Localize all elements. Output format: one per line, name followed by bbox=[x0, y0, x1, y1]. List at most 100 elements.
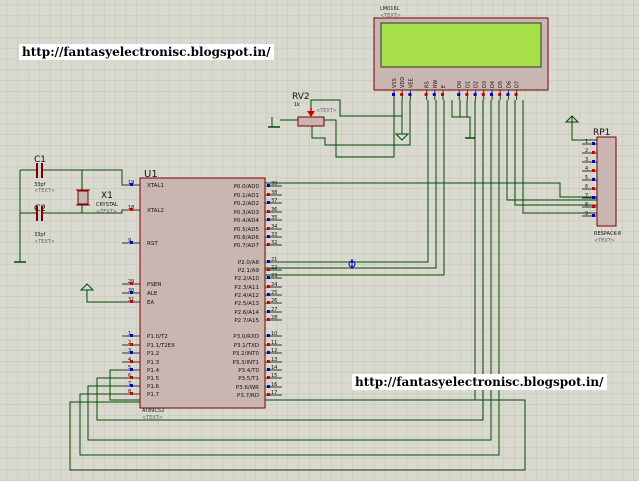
mcu-pin-label: P1.0/T2 bbox=[147, 334, 168, 340]
mcu-pin-number: 5 bbox=[128, 365, 131, 371]
mcu-pin-label: P2.1/A9 bbox=[238, 268, 260, 274]
mcu-pin-18: 18XTAL2 bbox=[122, 205, 164, 214]
rp-pin-number: 2 bbox=[585, 148, 588, 154]
mcu-pin-label: P0.0/AD0 bbox=[234, 184, 260, 190]
lcd-pin-label: D2 bbox=[474, 81, 480, 88]
mcu-pin-26: P2.5/A13 26 bbox=[234, 298, 282, 307]
lcd-pin-label: VSS bbox=[392, 78, 398, 88]
lcd-pin-d0: D0 bbox=[457, 81, 463, 100]
mcu-pin-number: 23 bbox=[271, 273, 277, 279]
lcd-pin-d6: D6 bbox=[506, 81, 512, 100]
rp-pin-3: 3 bbox=[582, 157, 597, 163]
mcu-pin-label: P3.5/T1 bbox=[238, 376, 259, 382]
lcd-pin-label: VDD bbox=[400, 77, 406, 88]
ground-symbol-lcd bbox=[465, 130, 475, 139]
mcu-pin-19: 19XTAL1 bbox=[122, 180, 164, 189]
blog-url-top[interactable]: http://fantasyelectronisc.blogspot.in/ bbox=[19, 44, 274, 60]
lcd-pin-label: D6 bbox=[506, 81, 512, 88]
mcu-pin-number: 24 bbox=[271, 282, 277, 288]
lcd-pin-d1: D1 bbox=[465, 81, 471, 100]
mcu-pin-label: P1.7 bbox=[147, 392, 160, 398]
c1-text-placeholder: <TEXT> bbox=[34, 188, 55, 194]
lcd-screen bbox=[380, 22, 542, 68]
mcu-pin-number: 1 bbox=[128, 331, 131, 337]
crystal-ref-label: X1 bbox=[101, 191, 113, 201]
rp-pin-8: 8 bbox=[582, 202, 597, 208]
lcd-pin-d7: D7 bbox=[514, 81, 521, 100]
mcu-pin-label: P2.7/A15 bbox=[234, 318, 259, 324]
mcu-pin-number: 16 bbox=[271, 382, 277, 388]
mcu-pin-label: P3.1/TXD bbox=[234, 343, 259, 349]
mcu-pin-number: 12 bbox=[271, 348, 277, 354]
probe-marker-icon bbox=[348, 259, 356, 269]
mcu-pin-label: EA bbox=[147, 300, 154, 306]
mcu-pin-label: P1.2 bbox=[147, 351, 159, 357]
mcu-pin-number: 26 bbox=[271, 298, 277, 304]
blog-url-bottom[interactable]: http://fantasyelectronisc.blogspot.in/ bbox=[352, 374, 607, 390]
lcd-pin-vss: VSS bbox=[392, 78, 398, 100]
mcu-pin-label: RST bbox=[147, 241, 158, 247]
c1-value-label: 33pf bbox=[34, 182, 46, 188]
rp-pin-1: 1 bbox=[582, 139, 597, 145]
mcu-pin-label: P0.1/AD1 bbox=[234, 193, 259, 199]
rp-pin-number: 7 bbox=[585, 193, 588, 199]
mcu-pin-number: 8 bbox=[128, 389, 131, 395]
crystal-x1[interactable]: X1 CRYSTAL <TEXT> bbox=[76, 189, 118, 215]
capacitor-c2[interactable]: C2 33pf <TEXT> bbox=[34, 204, 55, 245]
lcd-pin-label: E bbox=[441, 85, 447, 88]
mcu-pin-label: P2.5/A13 bbox=[234, 301, 259, 307]
rp-pin-number: 1 bbox=[585, 139, 588, 145]
mcu-pin-number: 11 bbox=[271, 340, 277, 346]
mcu-pin-label: P2.4/A12 bbox=[234, 293, 259, 299]
mcu-pin-number: 14 bbox=[271, 365, 277, 371]
mcu-pin-label: P1.5 bbox=[147, 376, 160, 382]
mcu-pin-number: 27 bbox=[271, 307, 277, 313]
lcd-pin-label: VEE bbox=[408, 78, 414, 88]
mcu-pin-label: P3.2/INT0 bbox=[232, 351, 259, 357]
mcu-pin-label: P1.4 bbox=[147, 368, 160, 374]
mcu-pin-number: 22 bbox=[271, 265, 277, 271]
mcu-pin-label: XTAL1 bbox=[147, 183, 164, 189]
pot-wiper-arrow-icon bbox=[307, 111, 315, 117]
mcu-pin-number: 10 bbox=[271, 331, 277, 337]
lcd-pin-vdd: VDD bbox=[400, 77, 406, 100]
lcd-pin-label: D4 bbox=[490, 81, 496, 88]
mcu-pin-label: P3.4/T0 bbox=[238, 368, 259, 374]
mcu-pin-number: 15 bbox=[271, 373, 277, 379]
rp-pin-number: 3 bbox=[585, 157, 588, 163]
capacitor-c1[interactable]: C1 33pf <TEXT> bbox=[34, 155, 55, 194]
wires bbox=[19, 99, 597, 471]
rp-pin-number: 6 bbox=[585, 184, 588, 190]
mcu-pin-label: P0.4/AD4 bbox=[234, 218, 260, 224]
mcu-pin-label: P3.6/WR bbox=[236, 385, 259, 391]
mcu-ref-label: U1 bbox=[144, 169, 158, 180]
crystal-type-label: CRYSTAL bbox=[96, 202, 118, 208]
c2-value-label: 33pf bbox=[34, 232, 46, 238]
microcontroller-u1[interactable]: U1 19XTAL118XTAL29RST29PSEN30ALE31EA1P1.… bbox=[122, 169, 282, 421]
rp-pin-7: 7 bbox=[582, 193, 597, 199]
mcu-part-label: AT89C52 bbox=[142, 408, 164, 414]
mcu-pin-label: P1.1/T2EX bbox=[147, 343, 175, 349]
mcu-pin-number: 32 bbox=[271, 240, 277, 246]
potentiometer-rv2[interactable]: RV2 1k <TEXT> bbox=[292, 92, 337, 127]
mcu-pin-number: 37 bbox=[271, 198, 277, 204]
mcu-pin-number: 6 bbox=[128, 373, 131, 379]
mcu-pin-number: 38 bbox=[271, 190, 277, 196]
mcu-pin-label: P1.6 bbox=[147, 384, 160, 390]
